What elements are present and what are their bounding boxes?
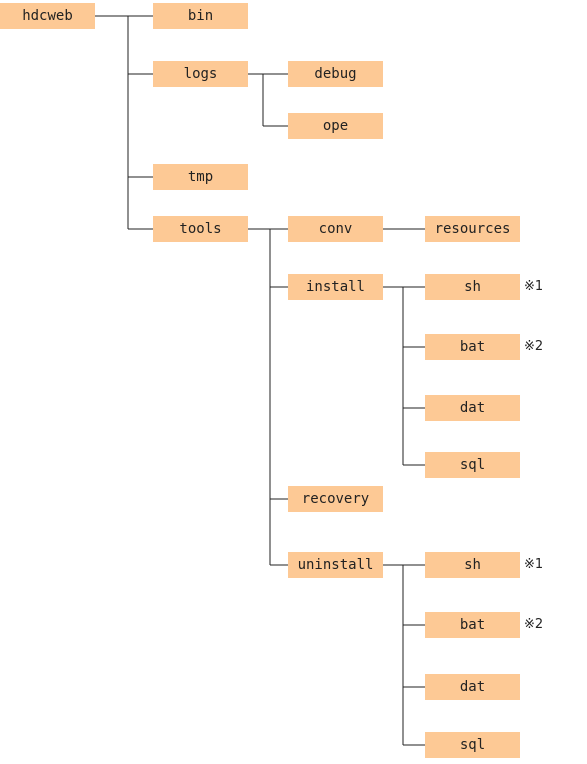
node-uninstall-dat: dat (425, 674, 520, 700)
node-bin: bin (153, 3, 248, 29)
node-uninstall-sql: sql (425, 732, 520, 758)
note-1-uninstall-sh: ※1 (524, 557, 544, 572)
node-install-sh: sh (425, 274, 520, 300)
node-logs-ope: ope (288, 113, 383, 139)
node-recovery: recovery (288, 486, 383, 512)
node-logs: logs (153, 61, 248, 87)
node-install-bat: bat (425, 334, 520, 360)
node-install: install (288, 274, 383, 300)
node-uninstall: uninstall (288, 552, 383, 578)
node-install-sql: sql (425, 452, 520, 478)
node-hdcweb: hdcweb (0, 3, 95, 29)
node-conv: conv (288, 216, 383, 242)
note-1-install-sh: ※1 (524, 279, 544, 294)
node-install-dat: dat (425, 395, 520, 421)
node-logs-debug: debug (288, 61, 383, 87)
node-uninstall-bat: bat (425, 612, 520, 638)
node-conv-resources: resources (425, 216, 520, 242)
node-tmp: tmp (153, 164, 248, 190)
note-2-install-bat: ※2 (524, 339, 544, 354)
node-uninstall-sh: sh (425, 552, 520, 578)
note-2-uninstall-bat: ※2 (524, 617, 544, 632)
node-tools: tools (153, 216, 248, 242)
